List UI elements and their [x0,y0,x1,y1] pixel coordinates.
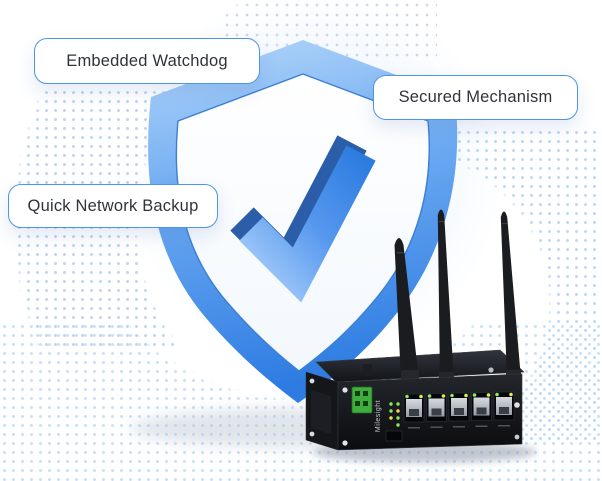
ethernet-port [448,392,470,428]
front-screw [514,402,520,408]
sim-slot [385,430,403,442]
callout-secured-mechanism: Secured Mechanism [373,75,578,120]
router-device: Milesight [305,209,525,451]
ethernet-port [493,391,515,427]
front-screw [514,434,520,440]
callout-label: Quick Network Backup [27,196,199,215]
front-screw [342,440,348,446]
checkmark-icon [230,135,376,303]
ethernet-port [403,393,425,429]
callout-embedded-watchdog: Embedded Watchdog [34,38,260,84]
antenna-middle [437,209,454,382]
antenna-connector [363,364,372,376]
ethernet-port [471,392,492,427]
side-screw [309,431,315,437]
status-leds [389,402,400,427]
terminal-block [351,386,373,414]
antenna-left [394,238,419,380]
callout-label: Embedded Watchdog [66,51,228,70]
antenna-right [500,211,521,379]
router-brand: Milesight [375,400,382,432]
ethernet-port [426,393,447,428]
side-screw [309,378,315,384]
ethernet-ports [403,391,515,429]
callout-quick-network-backup: Quick Network Backup [8,184,218,228]
top-screw [488,367,494,373]
front-screw [342,387,348,393]
callout-label: Secured Mechanism [398,88,553,106]
